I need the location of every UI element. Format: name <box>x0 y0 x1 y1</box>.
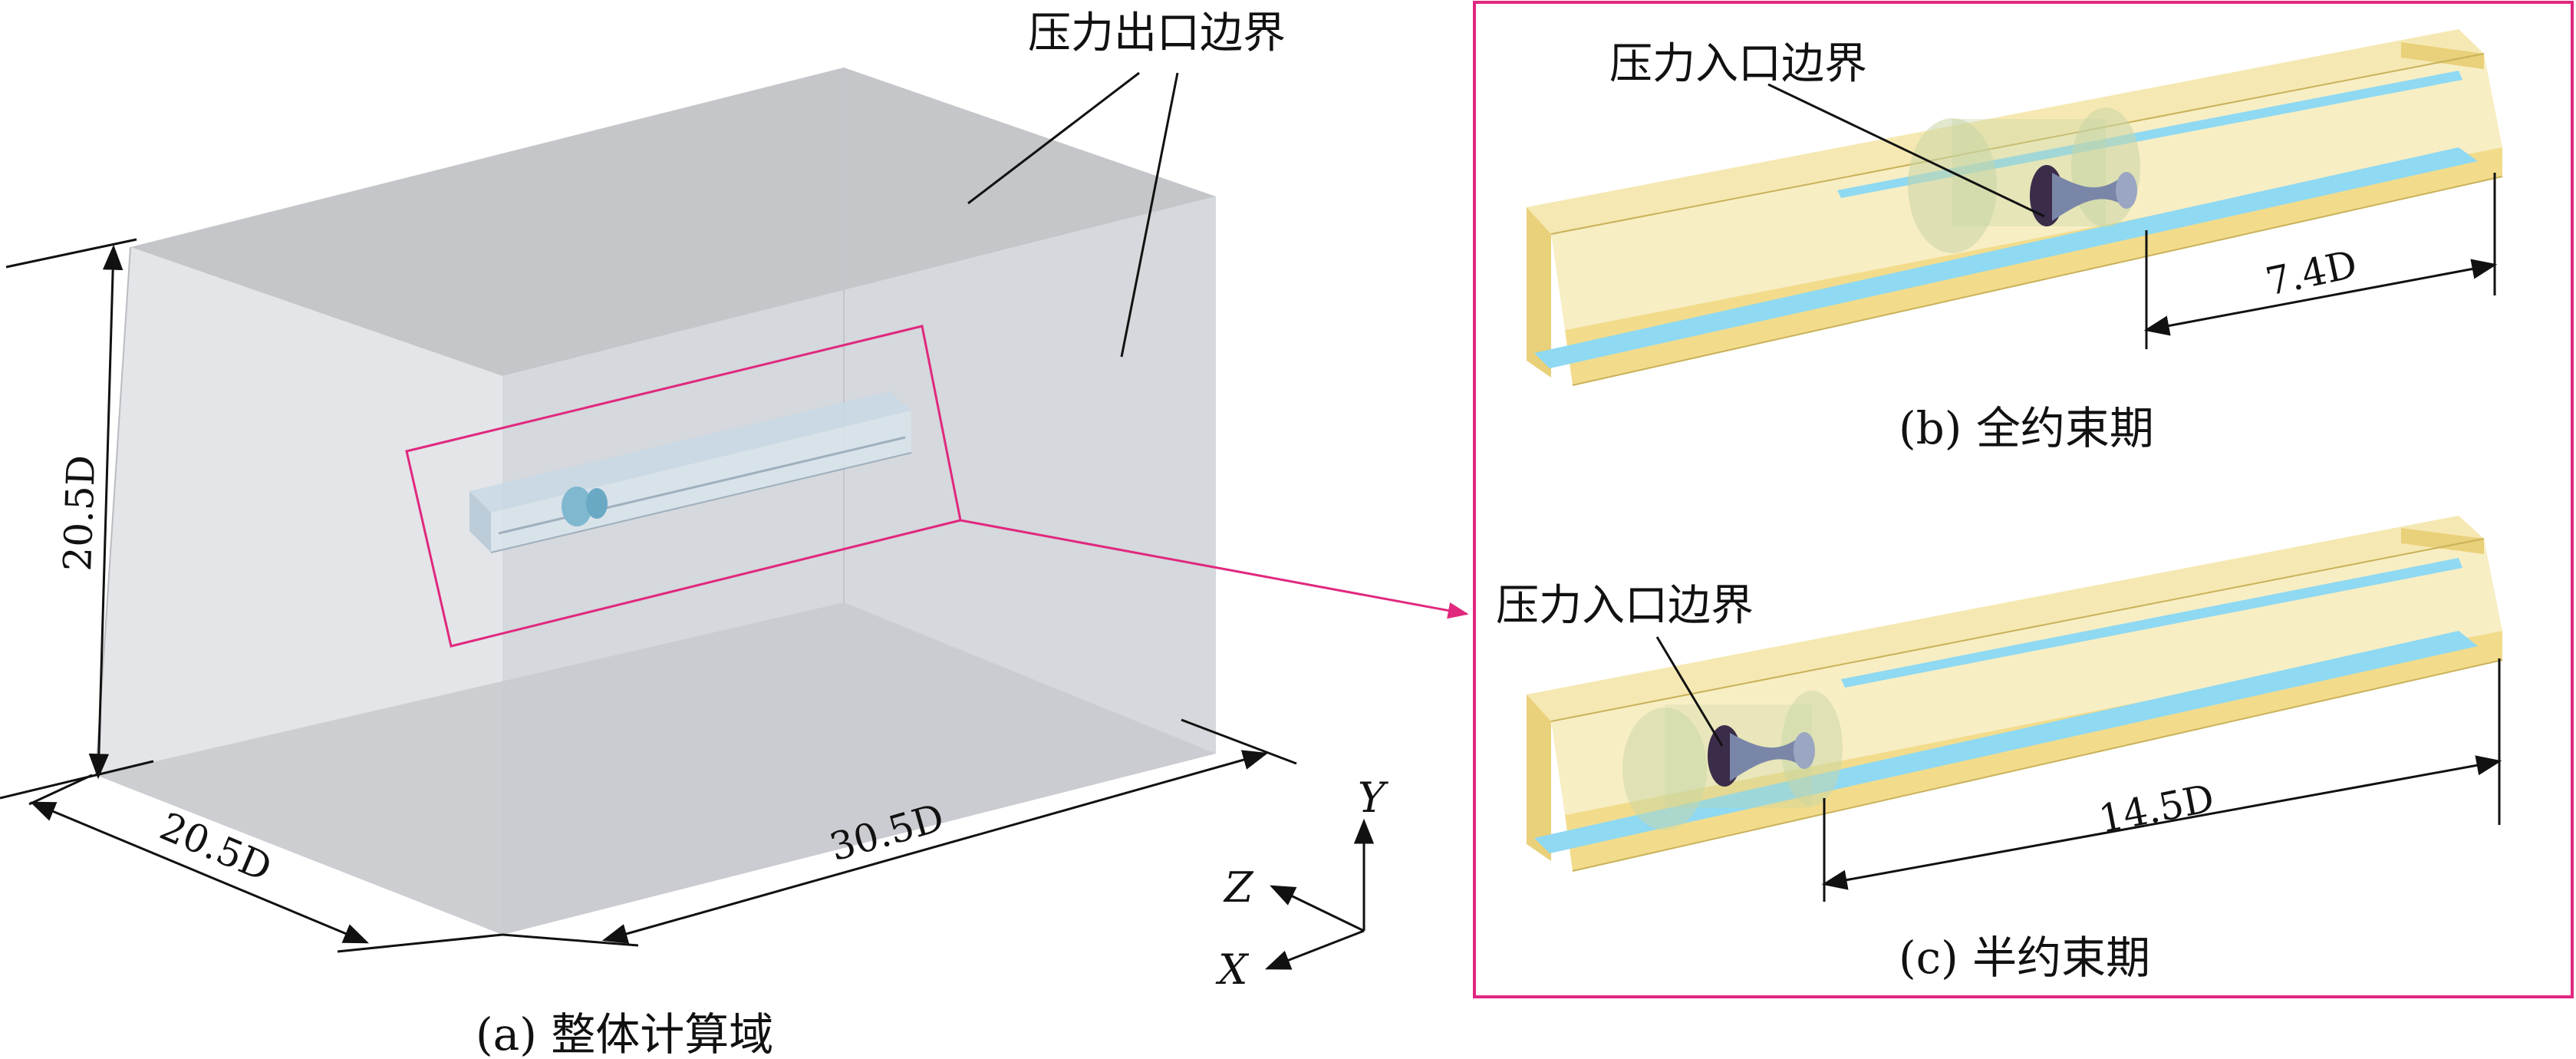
y-axis-label: Y <box>1358 774 1388 822</box>
inlet-label-c: 压力入口边界 <box>1496 581 1754 631</box>
caption-c: (c) 半约束期 <box>1899 932 2150 984</box>
caption-b: (b) 全约束期 <box>1899 402 2154 454</box>
channel-c <box>1527 516 2503 872</box>
dimension-b: 7.4D <box>2143 173 2498 349</box>
panel-a-domain: 压力出口边界 20.5D 20.5D 30.5D (a) 整体计算域 <box>0 8 1469 1059</box>
outlet-boundary-label: 压力出口边界 <box>1028 8 1286 58</box>
dim-label-c: 14.5D <box>2095 776 2218 842</box>
height-dimension: 20.5D <box>0 238 154 800</box>
panel-c-half-constraint: 压力入口边界 14.5D (c) 半约束期 <box>1496 516 2503 984</box>
inlet-label-b: 压力入口边界 <box>1609 39 1867 89</box>
caption-a: (a) 整体计算域 <box>476 1008 773 1059</box>
x-axis-label: X <box>1215 945 1250 994</box>
outlet-leader-2 <box>1120 72 1179 358</box>
dim-label-b: 7.4D <box>2261 242 2360 305</box>
coordinate-axes: Y Z X <box>1215 774 1388 994</box>
channel-b <box>1527 29 2503 386</box>
height-dim-label: 20.5D <box>55 454 104 572</box>
zoom-connector-arrow <box>960 519 1469 619</box>
inlet-leader-c <box>1655 636 1724 747</box>
panel-b-full-constraint: 压力入口边界 7.4D (b) 全约束期 <box>1527 29 2503 454</box>
inner-channel <box>469 391 912 553</box>
box-top-face <box>130 68 1216 376</box>
outlet-leader-1 <box>967 71 1140 205</box>
inlet-leader-b <box>1767 83 2045 218</box>
z-axis-label: Z <box>1223 863 1254 912</box>
detail-frame <box>1473 1 2574 998</box>
